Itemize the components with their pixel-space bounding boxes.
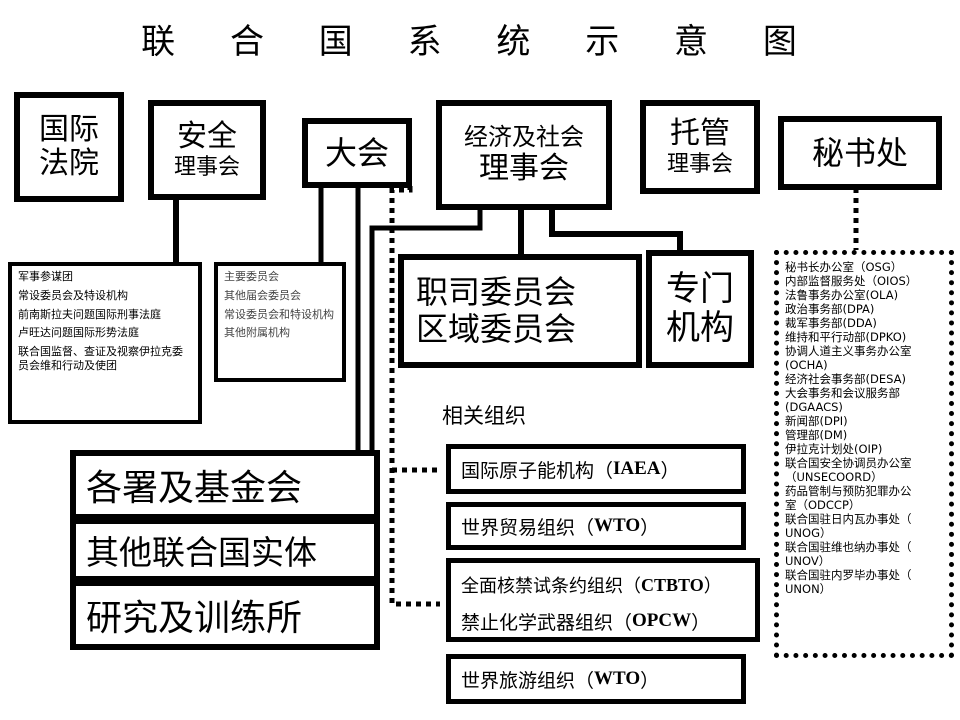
trusteeship-line2: 理事会 xyxy=(666,151,733,177)
list-item[interactable]: 卢旺达问题国际形势法庭 xyxy=(18,326,139,340)
ctbto-abbr: CTBTO xyxy=(641,574,704,595)
iaea-abbr: IAEA xyxy=(613,458,661,479)
trusteeship-box[interactable]: 托管 理事会 xyxy=(640,100,760,194)
secretariat-box[interactable]: 秘书处 xyxy=(778,116,942,190)
other-un-entities-label: 其他联合国实体 xyxy=(86,533,317,572)
research-training-label: 研究及训练所 xyxy=(86,598,303,639)
wto-tourism-abbr: WTO xyxy=(594,668,641,689)
list-item[interactable]: (OCHA) xyxy=(785,358,828,373)
opcw-close: ） xyxy=(691,611,711,634)
icj-box[interactable]: 国际 法院 xyxy=(14,92,124,202)
list-item[interactable]: UNOV） xyxy=(785,554,831,569)
ecosoc-box[interactable]: 经济及社会 理事会 xyxy=(436,100,612,210)
iaea-close: ） xyxy=(660,459,680,482)
list-item[interactable]: 药品管制与预防犯罪办公 xyxy=(785,484,912,499)
opcw-abbr: OPCW xyxy=(632,610,692,631)
ecosoc-specialized-connector xyxy=(549,208,683,252)
list-item[interactable]: 维持和平行动部(DPKO) xyxy=(785,330,907,345)
list-item[interactable]: 室（ODCCP） xyxy=(785,498,861,513)
specialized-line2: 机构 xyxy=(666,308,734,348)
secretariat-label: 秘书处 xyxy=(811,133,908,172)
ctbto-opcw-box[interactable]: 全面核禁试条约组织（CTBTO） 禁止化学武器组织（OPCW） xyxy=(446,558,760,642)
wto-tourism-close: ） xyxy=(640,669,660,692)
security-council-line1: 安全 xyxy=(177,119,237,155)
page-title: 联 合 国 系 统 示 意 图 xyxy=(141,22,819,62)
ctbto-name: 全面核禁试条约组织（ xyxy=(461,576,641,597)
wto-trade-name: 世界贸易组织（ xyxy=(461,516,595,539)
general-assembly-bodies-list: 主要委员会 其他届会委员会 常设委员会和特设机构 其他附属机构 xyxy=(214,262,346,382)
general-assembly-label: 大会 xyxy=(324,133,389,172)
functional-commissions-label: 职司委员会 xyxy=(416,273,577,312)
wto-trade-close: ） xyxy=(640,516,660,539)
related-orgs-heading: 相关组织 xyxy=(442,404,526,428)
security-council-line2: 理事会 xyxy=(173,154,240,180)
iaea-name: 国际原子能机构（ xyxy=(461,459,614,482)
opcw-name: 禁止化学武器组织（ xyxy=(461,611,633,634)
programmes-funds-box[interactable]: 各署及基金会 xyxy=(70,450,380,520)
opcw-row[interactable]: 禁止化学武器组织（OPCW） xyxy=(461,603,755,639)
list-item[interactable]: 协调人道主义事务办公室 xyxy=(785,344,912,359)
icj-line1: 国际 xyxy=(39,111,99,147)
ctbto-row[interactable]: 全面核禁试条约组织（CTBTO） xyxy=(461,567,755,603)
ga-related-dotted-connector xyxy=(389,186,440,607)
list-item[interactable]: 法鲁事务办公室(OLA) xyxy=(785,288,899,303)
list-item[interactable]: 经济社会事务部(DESA) xyxy=(785,372,906,387)
iaea-box[interactable]: 国际原子能机构（IAEA） xyxy=(446,444,746,494)
ecosoc-line2: 理事会 xyxy=(479,150,569,186)
list-item[interactable]: UNON） xyxy=(785,582,832,597)
list-item[interactable]: 政治事务部(DPA) xyxy=(785,302,875,317)
list-item[interactable]: 大会事务和会议服务部 xyxy=(785,386,900,401)
wto-tourism-box[interactable]: 世界旅游组织（WTO） xyxy=(446,654,746,704)
other-un-entities-box[interactable]: 其他联合国实体 xyxy=(70,518,380,582)
secretariat-offices-list: 秘书长办公室（OSG） 内部监督服务处（OIOS） 法鲁事务办公室(OLA) 政… xyxy=(774,250,954,658)
ecosoc-commissions-box[interactable]: 职司委员会 区域委员会 xyxy=(398,254,642,368)
wto-tourism-name: 世界旅游组织（ xyxy=(461,669,595,692)
list-item[interactable]: 联合国驻日内瓦办事处（ xyxy=(785,512,912,527)
research-training-box[interactable]: 研究及训练所 xyxy=(70,580,380,650)
list-item[interactable]: UNOG） xyxy=(785,526,832,541)
specialized-line1: 专门 xyxy=(666,268,734,309)
list-item[interactable]: 常设委员会及特设机构 xyxy=(18,288,128,302)
security-council-box[interactable]: 安全 理事会 xyxy=(148,100,266,200)
specialized-agencies-box[interactable]: 专门 机构 xyxy=(646,250,754,368)
wto-trade-box[interactable]: 世界贸易组织（WTO） xyxy=(446,502,746,550)
list-item[interactable]: （UNSECOORD） xyxy=(785,470,883,485)
list-item[interactable]: 主要委员会 xyxy=(224,270,279,283)
list-item[interactable]: 联合国驻维也纳办事处（ xyxy=(785,540,912,555)
security-council-bodies-list: 军事参谋团 常设委员会及特设机构 前南斯拉夫问题国际刑事法庭 卢旺达问题国际形势… xyxy=(8,262,202,424)
list-item[interactable]: 管理部(DM) xyxy=(785,428,848,443)
list-item[interactable]: 秘书长办公室（OSG） xyxy=(785,260,903,274)
list-item[interactable]: 联合国安全协调员办公室 xyxy=(785,456,912,471)
ecosoc-line1: 经济及社会 xyxy=(464,122,584,151)
general-assembly-box[interactable]: 大会 xyxy=(302,118,412,188)
list-item[interactable]: 伊拉克计划处(OIP) xyxy=(785,442,883,457)
ctbto-close: ） xyxy=(703,576,722,597)
list-item[interactable]: 内部监督服务处（OIOS） xyxy=(785,274,918,289)
wto-trade-abbr: WTO xyxy=(594,515,641,536)
list-item[interactable]: 常设委员会和特设机构 xyxy=(224,307,334,321)
list-item[interactable]: 裁军事务部(DDA) xyxy=(785,316,877,331)
trusteeship-line1: 托管 xyxy=(670,116,730,152)
regional-commissions-label: 区域委员会 xyxy=(416,310,577,348)
icj-line2: 法院 xyxy=(39,146,99,181)
list-item[interactable]: 联合国驻内罗毕办事处（ xyxy=(785,568,912,583)
list-item[interactable]: (DGAACS) xyxy=(785,400,843,415)
list-item[interactable]: 新闻部(DPI) xyxy=(785,414,848,429)
list-item[interactable]: 军事参谋团 xyxy=(18,270,73,283)
list-item[interactable]: 其他附属机构 xyxy=(224,326,290,340)
list-item[interactable]: 其他届会委员会 xyxy=(224,288,301,302)
ecosoc-programmes-connector xyxy=(369,208,483,450)
list-item[interactable]: 联合国监督、查证及视察伊拉克委员会维和行动及使团 xyxy=(18,345,183,372)
programmes-funds-label: 各署及基金会 xyxy=(86,468,303,509)
list-item[interactable]: 前南斯拉夫问题国际刑事法庭 xyxy=(18,307,161,321)
